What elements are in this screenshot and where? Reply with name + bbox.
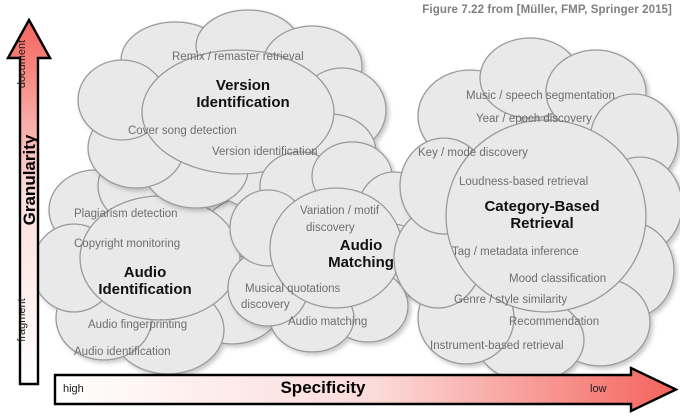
cloud-title-line: Audio [123,264,167,281]
cloud-title-category-based-retrieval: Category-Based Retrieval [452,198,632,233]
cloud-title-line: Audio [339,237,383,254]
x-axis-low-label: high [63,383,84,395]
y-axis-granularity: Granularity document fragment [5,17,53,386]
cloud-title-audio-identification: Audio Identification [82,264,208,299]
cloud-audio-matching [227,141,431,353]
x-axis-arrow-icon [53,366,679,413]
item-audio-fingerprinting: Audio fingerprinting [88,319,188,331]
item-mood-classification: Mood classification [509,273,607,285]
item-key-mode-discovery: Key / mode discovery [418,147,528,159]
figure-caption: Figure 7.22 from [Müller, FMP, Springer … [422,4,672,16]
item-variation-motif-discovery: discovery [306,222,355,234]
cloud-title-version-identification: Version Identification [158,77,328,112]
item-remix-remaster-retrieval: Remix / remaster retrieval [172,51,304,63]
cloud-title-line: Identification [98,280,192,298]
cloud-title-line: Matching [328,253,394,271]
item-tag-metadata-inference: Tag / metadata inference [452,246,579,258]
x-axis-label: Specificity [280,378,366,397]
cloud-title-line: Version [215,77,271,94]
item-genre-style-similarity: Genre / style similarity [454,294,568,306]
y-axis-high-label: document [16,39,28,89]
cloud-title-audio-matching: Audio Matching [300,237,422,272]
item-copyright-monitoring: Copyright monitoring [74,238,181,250]
item-musical-quotations-discovery: discovery [241,299,290,311]
cloud-title-line: Retrieval [510,214,574,232]
y-axis-label: Granularity [20,134,39,226]
x-axis-high-label: low [590,383,607,395]
item-cover-song-detection: Cover song detection [128,125,237,137]
item-loudness-based-retrieval: Loudness-based retrieval [459,176,589,188]
cloud-category-based-retrieval [393,37,680,383]
y-axis-arrow-icon [5,17,53,386]
item-music-speech-segmentation: Music / speech segmentation [466,90,615,102]
item-audio-matching: Audio matching [288,316,368,328]
item-musical-quotations: Musical quotations [245,283,341,295]
x-axis-specificity: Specificity high low [53,366,679,413]
item-instrument-based-retrieval: Instrument-based retrieval [430,340,564,352]
cloud-title-line: Category-Based [484,198,600,215]
item-variation-motif: Variation / motif [300,205,380,217]
cloud-title-line: Identification [196,93,290,111]
item-year-epoch-discovery: Year / epoch discovery [476,113,592,125]
item-recommendation: Recommendation [509,316,600,328]
item-version-identification: Version identification [212,146,318,158]
cloud-version-identification [77,9,387,211]
item-plagiarism-detection: Plagiarism detection [74,208,178,220]
item-audio-identification: Audio identification [74,346,171,358]
y-axis-low-label: fragment [16,298,28,342]
